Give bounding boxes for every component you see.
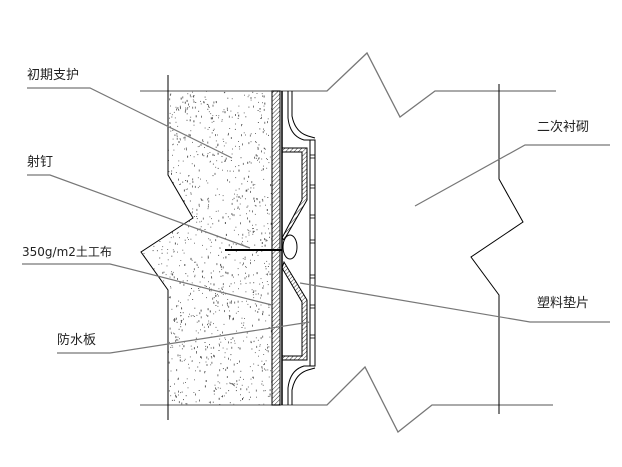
label-primary-support: 初期支护 <box>27 68 80 83</box>
label-secondary-lining: 二次衬砌 <box>537 120 590 135</box>
label-waterproof-board: 防水板 <box>57 333 97 348</box>
outline-lines <box>140 75 524 420</box>
gasket-ticks <box>310 154 315 339</box>
break-lines <box>140 51 556 434</box>
primary-support-concrete <box>141 91 272 405</box>
nail-washer <box>282 234 298 260</box>
geotextile-layer <box>271 90 281 406</box>
label-geotextile: 350g/m2土工布 <box>22 245 112 259</box>
label-nail: 射钉 <box>27 155 54 170</box>
leader-lines <box>22 87 610 354</box>
plastic-gasket <box>281 147 308 361</box>
label-plastic-gasket: 塑料垫片 <box>537 296 590 311</box>
waterproof-board <box>287 91 316 405</box>
